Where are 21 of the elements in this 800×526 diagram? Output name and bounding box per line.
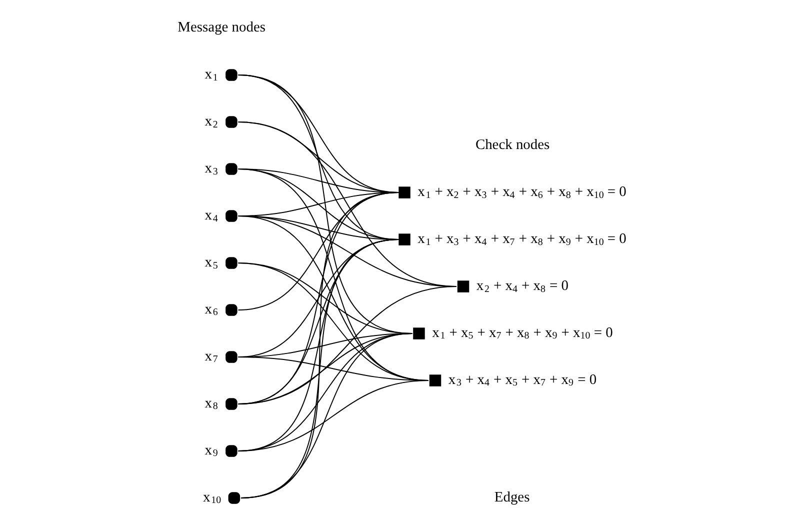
connector [238, 380, 429, 452]
node-circle [226, 210, 238, 222]
label: Message nodes [178, 19, 266, 36]
node-box [398, 186, 410, 198]
node-box [398, 234, 410, 246]
node-circle [226, 257, 238, 269]
node-circle [226, 304, 238, 316]
node-box [413, 328, 425, 340]
connector [238, 286, 457, 404]
node-circle [226, 69, 238, 81]
node-circle [226, 398, 238, 410]
node-circle [226, 445, 238, 457]
node-box [429, 374, 442, 386]
node-circle [228, 492, 240, 504]
connector [240, 333, 413, 498]
node-circle [226, 351, 238, 363]
node-circle [226, 116, 238, 128]
node-box [457, 280, 470, 292]
label: Check nodes [475, 136, 550, 153]
label: Edges [494, 489, 530, 506]
node-circle [226, 163, 238, 175]
